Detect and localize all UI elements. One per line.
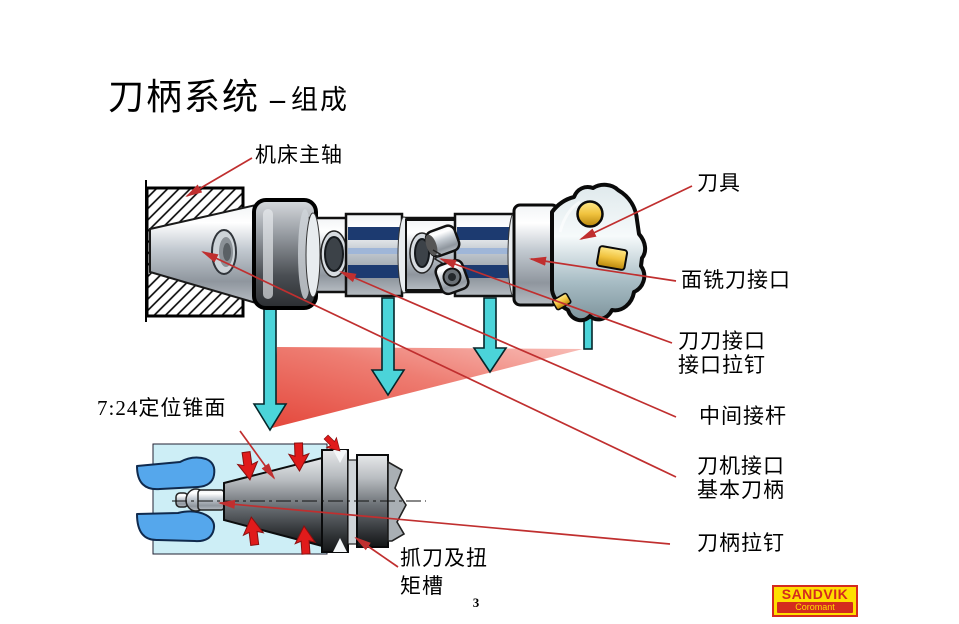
leader-machine-spindle	[185, 157, 253, 198]
label-machine-interface-line2: 基本刀柄	[697, 478, 785, 502]
leader-lines	[185, 157, 693, 568]
label-cutting-tool: 刀具	[697, 171, 741, 195]
label-holder-pull-stud: 刀柄拉钉	[697, 531, 785, 555]
logo-brand-text: SANDVIK	[781, 586, 849, 602]
leader-machine-interface	[201, 251, 677, 478]
gripper-finger-upper	[136, 456, 216, 491]
spindle-assembly	[145, 180, 648, 323]
spindle-collar	[252, 198, 318, 310]
label-machine-interface: 刀机接口 基本刀柄	[697, 454, 785, 502]
cyan-down-arrow	[472, 297, 508, 374]
cyan-down-arrow	[252, 301, 288, 432]
label-tool-tool-interface-line1: 刀刀接口	[678, 329, 766, 353]
coupling-1	[344, 212, 404, 298]
holder-break-edge	[387, 460, 407, 542]
leader-taper-7-24	[239, 430, 276, 480]
title-dash: –	[270, 83, 286, 116]
logo-subbrand-text: Coromant	[777, 602, 853, 613]
leader-face-mill-interface	[529, 256, 677, 282]
down-arrows	[252, 297, 593, 432]
label-tool-tool-interface: 刀刀接口 接口拉钉	[678, 329, 766, 377]
title-main: 刀柄系统	[108, 77, 261, 117]
leader-cutting-tool	[579, 185, 693, 240]
label-machine-spindle: 机床主轴	[255, 143, 343, 167]
face-mill-cutter	[550, 182, 648, 323]
taper-bore-inner	[223, 243, 231, 261]
title-subtitle: 组成	[291, 85, 350, 115]
sandvik-coromant-logo: SANDVIK Coromant	[772, 585, 858, 617]
label-grip-torque-groove: 抓刀及扭 矩槽	[400, 544, 488, 600]
leader-grip-torque-groove	[354, 536, 399, 568]
cross-hole	[414, 238, 430, 268]
label-grip-torque-line2: 矩槽	[400, 574, 444, 598]
label-grip-torque-line1: 抓刀及扭	[400, 546, 488, 570]
label-face-mill-interface: 面铣刀接口	[681, 268, 791, 292]
pull-stud-pin-unit	[424, 224, 470, 296]
gold-insert-bottom	[552, 292, 572, 311]
label-taper-7-24: 7:24定位锥面	[97, 396, 227, 420]
label-machine-interface-line1: 刀机接口	[697, 454, 785, 478]
gold-insert-side	[595, 245, 629, 271]
page-number: 3	[472, 595, 480, 610]
leader-holder-pull-stud	[218, 499, 671, 545]
page-title: 刀柄系统–组成	[108, 68, 349, 120]
pull-stud	[175, 488, 225, 512]
label-tool-tool-interface-line2: 接口拉钉	[678, 353, 766, 377]
label-intermediate-adapter: 中间接杆	[699, 404, 787, 428]
leader-tool-tool-interface	[439, 258, 673, 344]
gold-insert-top	[576, 200, 604, 228]
gripper-finger-lower	[136, 510, 216, 543]
force-wedge	[272, 347, 583, 428]
basic-holder-diagram	[136, 431, 426, 556]
leader-intermediate-adapter	[339, 271, 677, 418]
coupling-bore	[324, 236, 344, 272]
cyan-down-arrow	[370, 297, 406, 397]
joint-ring	[305, 212, 321, 298]
